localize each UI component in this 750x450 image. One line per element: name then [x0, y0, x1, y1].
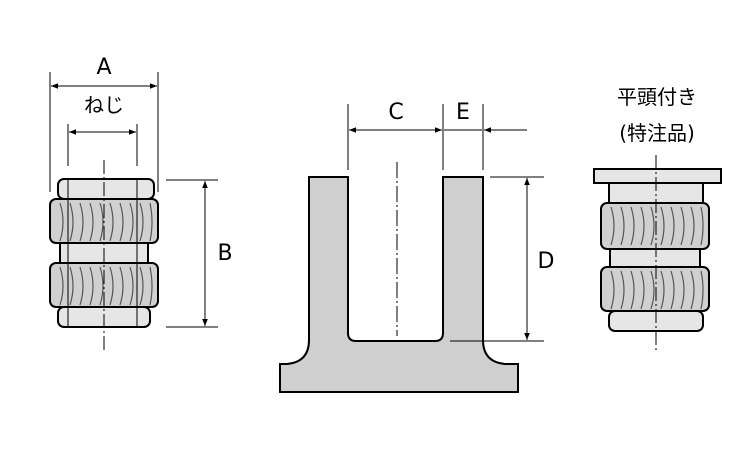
insert-knurl-pattern [59, 202, 153, 306]
label-thread: ねじ [84, 93, 124, 117]
dimension-d: D [450, 176, 555, 342]
label-a: A [96, 55, 111, 80]
flat-upper-knurl [600, 202, 710, 250]
dimension-thread: ねじ [67, 93, 138, 166]
boss-body [279, 176, 519, 393]
flat-head-title: 平頭付き [617, 85, 697, 109]
dimension-b: B [166, 179, 233, 328]
insert-side-view [49, 160, 159, 350]
label-b: B [217, 241, 232, 266]
flat-head-insert [593, 155, 722, 350]
dimension-a: A [49, 55, 159, 192]
label-c: C [388, 100, 403, 125]
flange [593, 168, 722, 184]
flat-head-subtitle: (特注品) [619, 121, 695, 145]
dimension-c: C [347, 100, 444, 170]
label-e: E [456, 100, 470, 125]
label-d: D [538, 249, 555, 274]
flat-groove [609, 248, 701, 268]
dimension-e: E [444, 100, 527, 170]
insert-top-cap [57, 178, 155, 200]
boss-section [279, 162, 519, 393]
